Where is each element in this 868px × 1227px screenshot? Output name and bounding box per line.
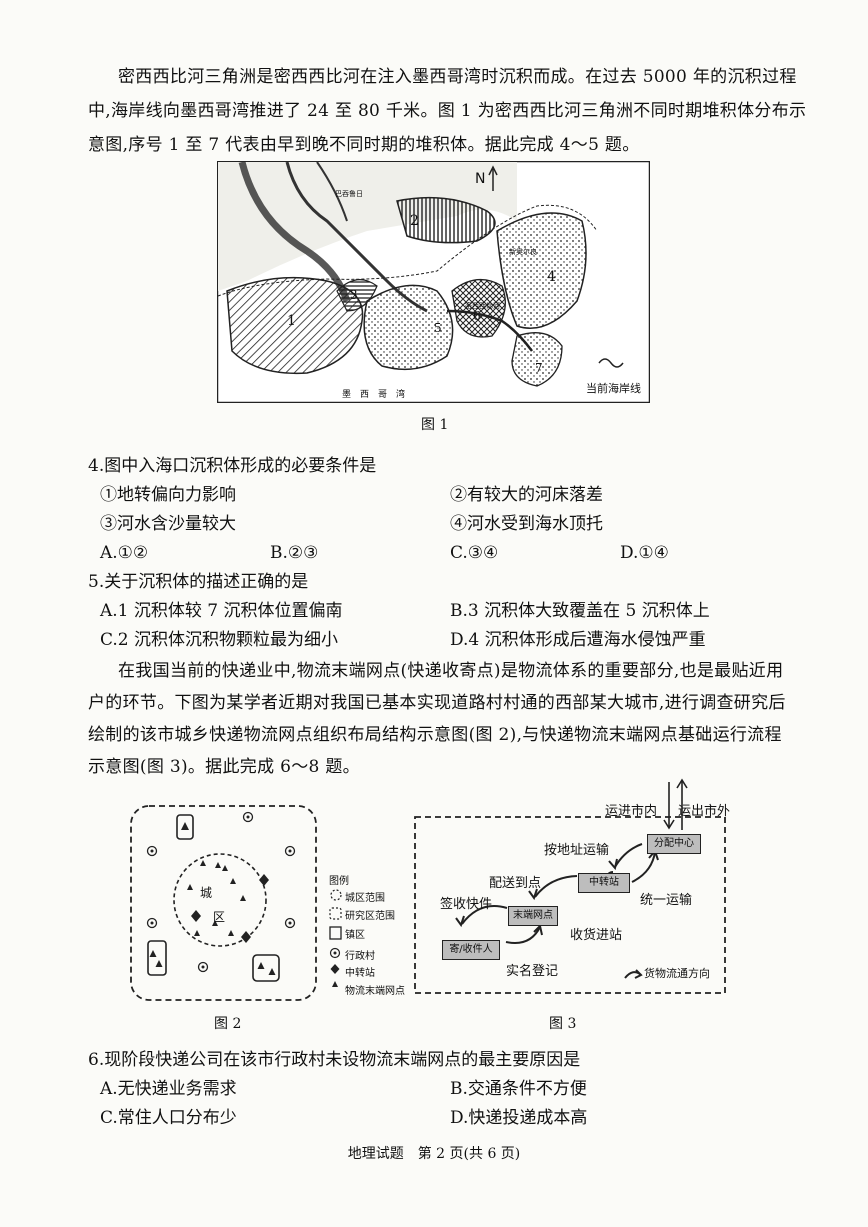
q4-option-c[interactable]: C.③④ [450, 543, 499, 563]
q4-option-d[interactable]: D.①④ [620, 543, 669, 563]
intro2-line3: 绘制的该市城乡快递物流网点组织布局结构示意图(图 2),与快递物流末端网点基础运… [88, 725, 782, 745]
label-receive: 收货进站 [570, 928, 623, 943]
label-by-address: 按地址运输 [544, 843, 610, 858]
transfer-station-box: 中转站 [578, 873, 630, 893]
label-out-city: 运出市外 [678, 804, 731, 819]
q4-option-a[interactable]: A.①② [100, 543, 149, 563]
q4-stem: 4.图中入海口沉积体形成的必要条件是 [88, 456, 377, 476]
figure-1-caption: 图 1 [421, 417, 449, 433]
deposit-number-5: 5 [434, 321, 442, 335]
place-baton-rouge: 巴吞鲁日 [335, 190, 363, 198]
q5-option-b[interactable]: B.3 沉积体大致覆盖在 5 沉积体上 [450, 601, 710, 621]
q6-option-c[interactable]: C.常住人口分布少 [100, 1108, 237, 1128]
q5-option-a[interactable]: A.1 沉积体较 7 沉积体位置偏南 [100, 601, 343, 621]
q4-statement-3: ③河水含沙量较大 [100, 514, 236, 534]
sender-receiver-box: 寄/收件人 [442, 940, 500, 960]
q6-option-d[interactable]: D.快递投递成本高 [450, 1108, 588, 1128]
place-river: 密西西比河 [465, 302, 500, 310]
figure-2-caption: 图 2 [214, 1016, 242, 1032]
figure-3-flowchart: 分配中心 中转站 末端网点 寄/收件人 运进市内 运出市外 按地址运输 配送到点… [410, 772, 730, 997]
legend-transfer-station: 中转站 [345, 968, 375, 979]
q5-option-d[interactable]: D.4 沉积体形成后遭海水侵蚀严重 [450, 630, 706, 650]
figure-2-diagram: 城 区 图例 城区范围 研究区范围 镇区 行政村 中转站 物流末端网点 [125, 800, 415, 1005]
label-deliver: 配送到点 [489, 876, 542, 891]
deposit-number-4: 4 [547, 269, 556, 285]
intro2-line1: 在我国当前的快递业中,物流末端网点(快递收寄点)是物流体系的重要部分,也是最贴近… [118, 661, 784, 681]
city-label-1: 城 [200, 886, 213, 900]
label-realname: 实名登记 [506, 964, 559, 979]
deposit-number-1: 1 [287, 313, 296, 329]
q6-option-b[interactable]: B.交通条件不方便 [450, 1079, 587, 1099]
deposit-number-7: 7 [535, 361, 543, 375]
q4-statement-1: ①地转偏向力影响 [100, 485, 236, 505]
intro2-line4: 示意图(图 3)。据此完成 6～8 题。 [88, 757, 360, 777]
q6-option-a[interactable]: A.无快递业务需求 [100, 1079, 237, 1099]
label-in-city: 运进市内 [605, 804, 658, 819]
page-footer: 地理试题 第 2 页(共 6 页) [347, 1146, 521, 1162]
north-label: N [475, 171, 486, 187]
legend-city-area: 城区范围 [345, 893, 385, 904]
figure-3-caption: 图 3 [549, 1016, 577, 1032]
q5-option-c[interactable]: C.2 沉积体沉积物颗粒最为细小 [100, 630, 339, 650]
legend-terminal-point: 物流末端网点 [345, 986, 405, 997]
legend-village: 行政村 [345, 951, 375, 962]
label-sign: 签收快件 [440, 897, 493, 912]
legend-town: 镇区 [345, 930, 365, 941]
legend-study-area: 研究区范围 [345, 911, 395, 922]
sea-label: 墨 西 哥 湾 [342, 390, 406, 400]
place-new-orleans: 新奥尔良 [509, 248, 537, 256]
q4-statement-2: ②有较大的河床落差 [450, 485, 603, 505]
label-flow-direction: 货物流通方向 [644, 967, 710, 980]
label-unified: 统一运输 [640, 893, 693, 908]
distribution-center-box: 分配中心 [647, 834, 701, 854]
figure-1-map: N 巴吞鲁日 新奥尔良 密西西比河 1 2 3 4 5 6 7 墨 西 哥 湾 [216, 160, 651, 404]
intro1-line2: 中,海岸线向墨西哥湾推进了 24 至 80 千米。图 1 为密西西比河三角洲不同… [88, 101, 807, 121]
terminal-point-box: 末端网点 [508, 906, 558, 926]
deposit-number-3: 3 [350, 288, 358, 302]
intro1-line3: 意图,序号 1 至 7 代表由早到晚不同时期的堆积体。据此完成 4～5 题。 [88, 135, 640, 155]
fig2-legend-title: 图例 [329, 876, 349, 887]
coastline-legend-label: 当前海岸线 [586, 382, 641, 395]
deposit-number-2: 2 [410, 213, 419, 229]
q4-option-b[interactable]: B.②③ [270, 543, 319, 563]
q4-statement-4: ④河水受到海水顶托 [450, 514, 603, 534]
q5-stem: 5.关于沉积体的描述正确的是 [88, 572, 309, 592]
deposit-number-6: 6 [473, 309, 481, 323]
q6-stem: 6.现阶段快递公司在该市行政村未设物流末端网点的最主要原因是 [88, 1050, 581, 1070]
city-label-2: 区 [213, 910, 226, 924]
intro2-line2: 户的环节。下图为某学者近期对我国已基本实现道路村村通的西部某大城市,进行调查研究… [88, 693, 786, 713]
intro1-line1: 密西西比河三角洲是密西西比河在注入墨西哥湾时沉积而成。在过去 5000 年的沉积… [118, 67, 797, 87]
